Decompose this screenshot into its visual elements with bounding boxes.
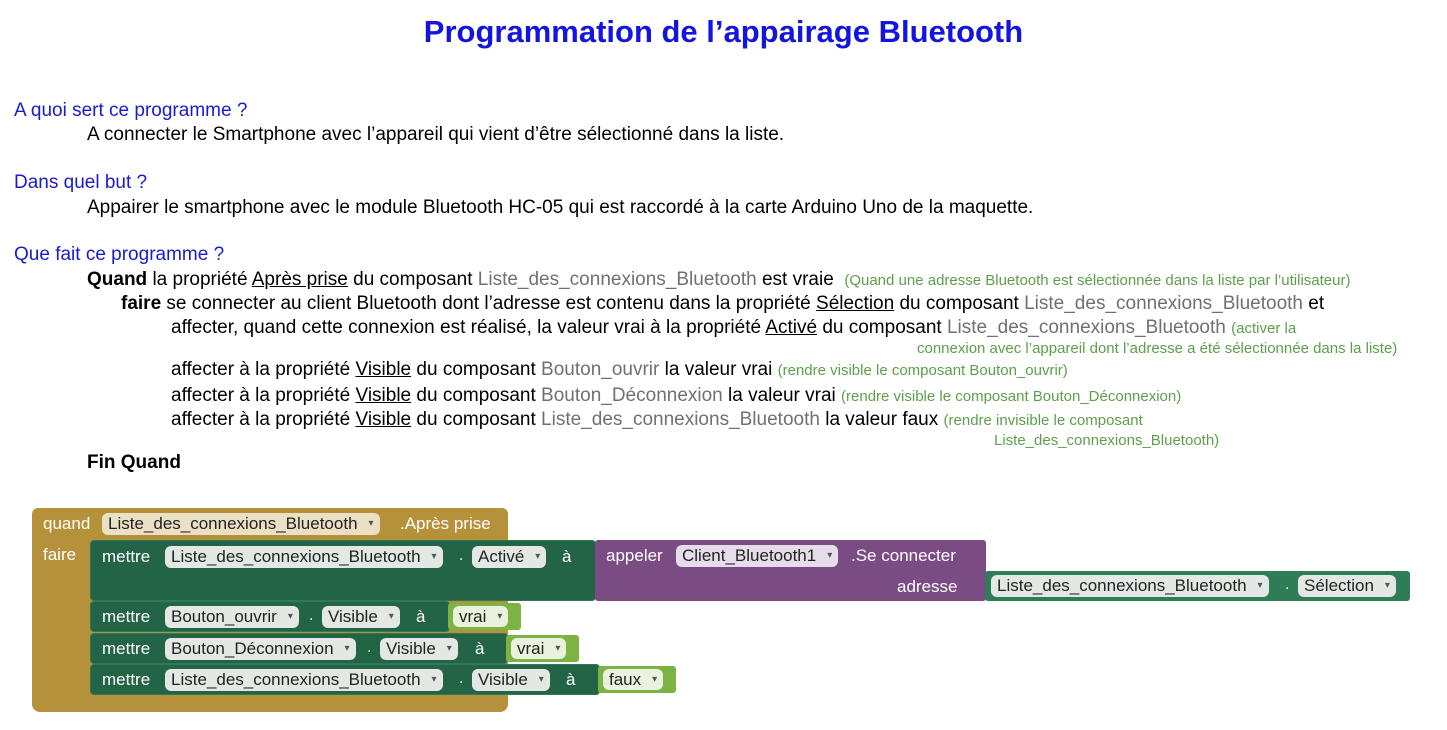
set-visible-bouton-deconnexion-block[interactable]: mettre Bouton_Déconnexion▾ . Visible▾ à [90, 633, 508, 664]
question-2: Dans quel but ? [14, 172, 148, 193]
setter-component-dropdown[interactable]: Bouton_Déconnexion▾ [165, 638, 356, 660]
chevron-down-icon: ▾ [1384, 580, 1390, 591]
getter-property-dropdown[interactable]: Sélection▾ [1298, 575, 1396, 597]
comment-6b: Liste_des_connexions_Bluetooth) [994, 432, 1220, 449]
algo-line-2: faire se connecter au client Bluetooth d… [121, 293, 1325, 314]
setter-property-dropdown[interactable]: Visible▾ [380, 638, 458, 660]
set-visible-bouton-ouvrir-block[interactable]: mettre Bouton_ouvrir▾ . Visible▾ à [90, 601, 450, 632]
dot-label: . [309, 607, 314, 624]
chevron-down-icon: ▾ [555, 643, 561, 654]
event-name-label: .Après prise [400, 514, 491, 533]
call-se-connecter-block[interactable]: appeler Client_Bluetooth1▾ .Se connecter… [595, 540, 986, 601]
logic-value-dropdown[interactable]: vrai▾ [511, 638, 567, 659]
set-active-block[interactable]: mettre Liste_des_connexions_Bluetooth▾ .… [90, 540, 596, 601]
comment-3b: connexion avec l’appareil dont l’adresse… [917, 340, 1398, 357]
logic-value-dropdown[interactable]: vrai▾ [453, 606, 509, 627]
setter-property-dropdown[interactable]: Visible▾ [322, 606, 400, 628]
dot-label: . [459, 547, 464, 564]
chevron-down-icon: ▾ [431, 674, 437, 685]
chevron-down-icon: ▾ [431, 551, 437, 562]
setter-component-dropdown[interactable]: Liste_des_connexions_Bluetooth▾ [165, 546, 443, 568]
mettre-label: mettre [102, 639, 151, 658]
chevron-down-icon: ▾ [368, 518, 374, 529]
logic-value-dropdown[interactable]: faux▾ [603, 669, 664, 690]
logic-faux-block[interactable]: faux▾ [598, 666, 676, 693]
appeler-label: appeler [606, 546, 663, 565]
comment-4: (rendre visible le composant Bouton_ouvr… [777, 362, 1068, 379]
question-3: Que fait ce programme ? [14, 244, 225, 265]
dot-label: . [1285, 576, 1290, 593]
algo-line-3: affecter, quand cette connexion est réal… [171, 317, 1297, 338]
a-label: à [416, 607, 426, 626]
event-component-dropdown[interactable]: Liste_des_connexions_Bluetooth▾ [102, 513, 380, 535]
logic-vrai-block[interactable]: vrai▾ [506, 635, 579, 662]
chevron-down-icon: ▾ [446, 643, 452, 654]
chevron-down-icon: ▾ [652, 674, 658, 685]
quand-label: quand [43, 514, 91, 533]
chevron-down-icon: ▾ [287, 611, 293, 622]
getter-component-dropdown[interactable]: Liste_des_connexions_Bluetooth▾ [991, 575, 1269, 597]
comment-3a: (activer la [1231, 320, 1297, 337]
answer-1: A connecter le Smartphone avec l’apparei… [87, 124, 785, 145]
comment-6a: (rendre invisible le composant [943, 412, 1143, 429]
comment-5: (rendre visible le composant Bouton_Déco… [841, 388, 1182, 405]
comment-1: (Quand une adresse Bluetooth est sélecti… [844, 272, 1351, 289]
algo-line-6: affecter à la propriété Visible du compo… [171, 409, 1143, 430]
setter-property-dropdown[interactable]: Activé▾ [472, 546, 547, 568]
algo-line-1: Quand la propriété Après prise du compos… [87, 269, 1351, 290]
setter-property-dropdown[interactable]: Visible▾ [472, 669, 550, 691]
chevron-down-icon: ▾ [827, 550, 833, 561]
a-label: à [566, 670, 576, 689]
chevron-down-icon: ▾ [1257, 580, 1263, 591]
dot-label: . [367, 639, 372, 656]
algo-line-4: affecter à la propriété Visible du compo… [171, 359, 1068, 380]
a-label: à [562, 547, 572, 566]
mettre-label: mettre [102, 670, 151, 689]
chevron-down-icon: ▾ [497, 611, 503, 622]
chevron-down-icon: ▾ [344, 643, 350, 654]
setter-component-dropdown[interactable]: Liste_des_connexions_Bluetooth▾ [165, 669, 443, 691]
logic-vrai-block[interactable]: vrai▾ [448, 603, 521, 630]
question-1: A quoi sert ce programme ? [14, 100, 248, 121]
a-label: à [475, 639, 485, 658]
mettre-label: mettre [102, 547, 151, 566]
chevron-down-icon: ▾ [535, 551, 541, 562]
chevron-down-icon: ▾ [388, 611, 394, 622]
dot-label: . [459, 670, 464, 687]
algo-end: Fin Quand [87, 452, 181, 473]
algo-line-5: affecter à la propriété Visible du compo… [171, 385, 1182, 406]
setter-component-dropdown[interactable]: Bouton_ouvrir▾ [165, 606, 299, 628]
set-visible-liste-block[interactable]: mettre Liste_des_connexions_Bluetooth▾ .… [90, 664, 600, 695]
faire-label: faire [43, 545, 77, 564]
answer-2: Appairer le smartphone avec le module Bl… [87, 197, 1034, 218]
adresse-label: adresse [897, 577, 958, 596]
page-title: Programmation de l’appairage Bluetooth [423, 14, 1024, 49]
client-dropdown[interactable]: Client_Bluetooth1▾ [676, 545, 839, 567]
chevron-down-icon: ▾ [538, 674, 544, 685]
method-label: .Se connecter [851, 546, 956, 565]
getter-selection-block[interactable]: Liste_des_connexions_Bluetooth▾ . Sélect… [985, 571, 1410, 601]
mettre-label: mettre [102, 607, 151, 626]
